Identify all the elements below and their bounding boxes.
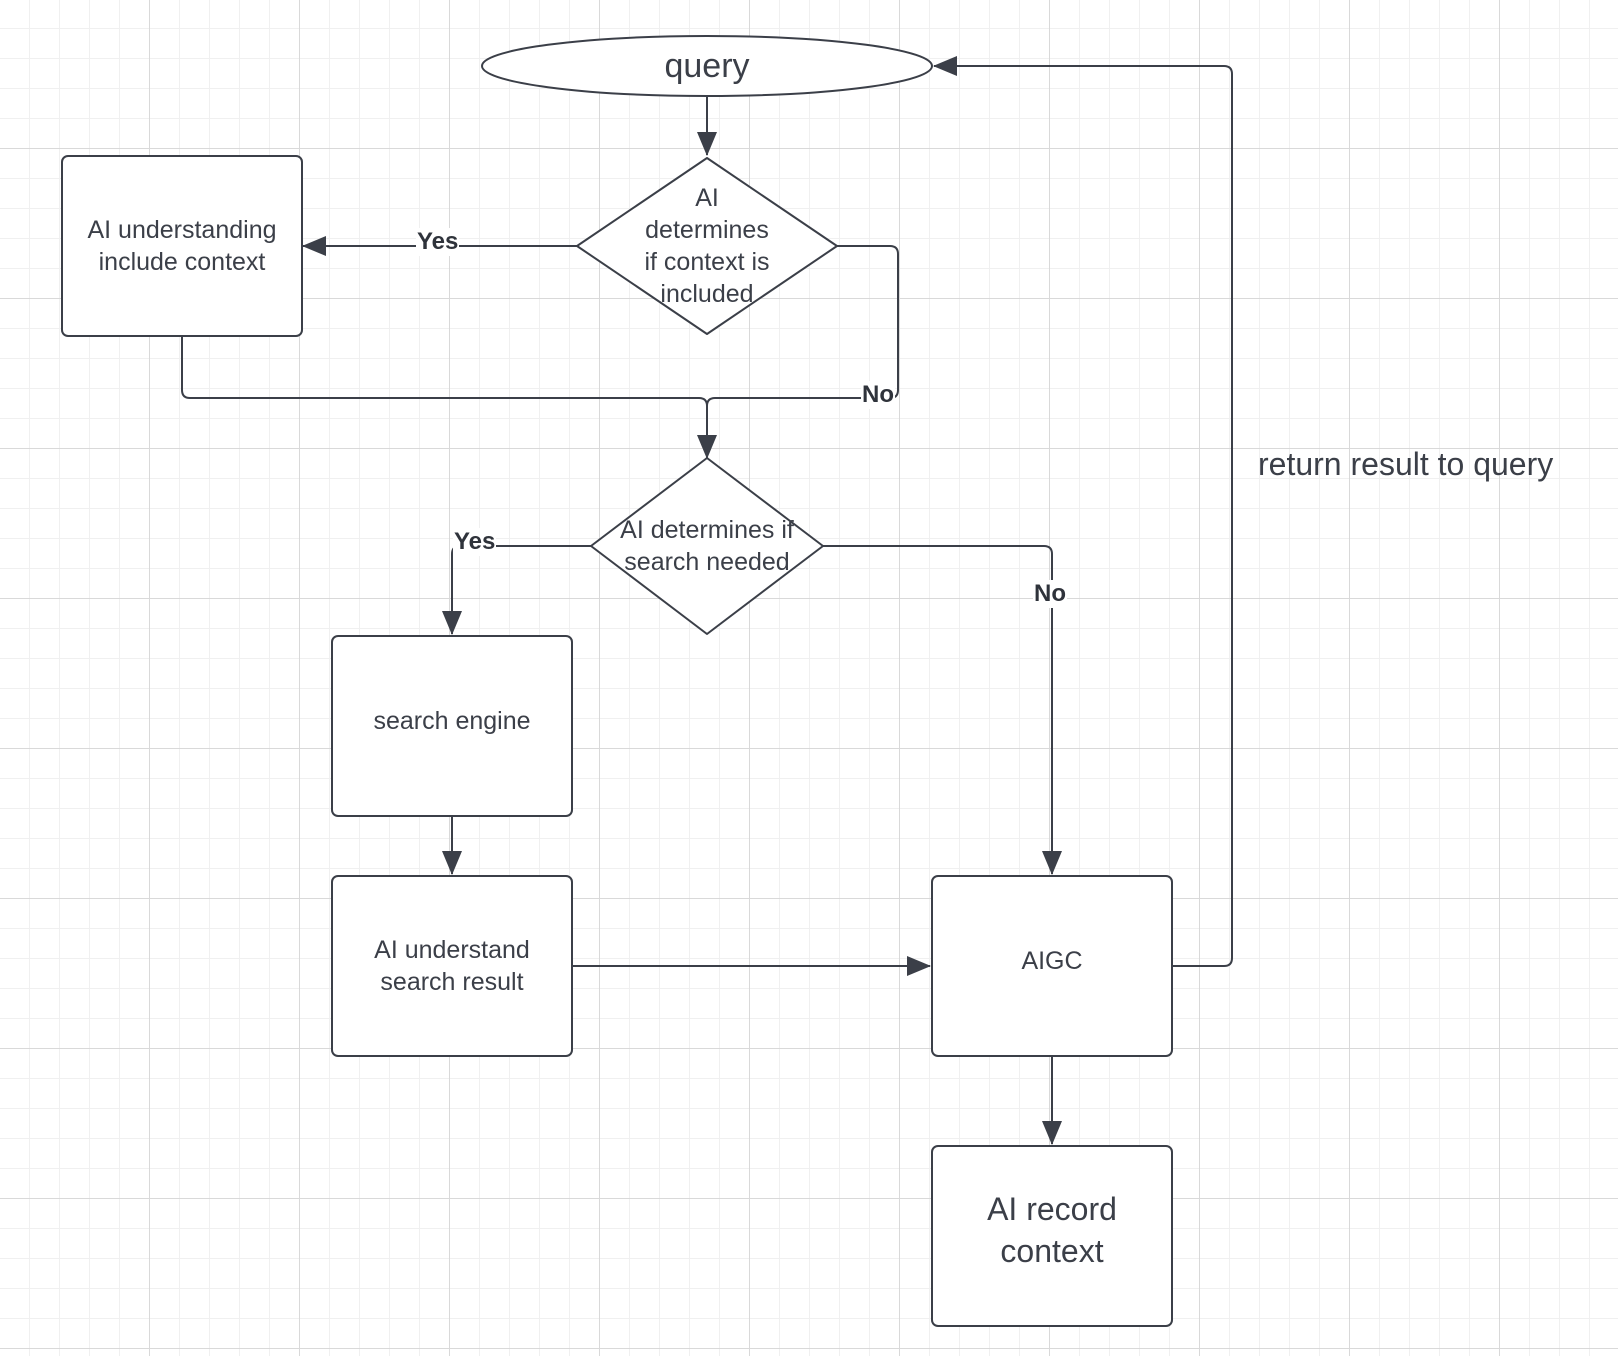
search-decision-diamond[interactable] (590, 457, 824, 635)
search-engine-label: search engine (373, 706, 531, 735)
understand-context-box[interactable] (61, 155, 303, 337)
context-decision-label: AI determines if context is included (644, 184, 770, 308)
edge-label-context-no: No (861, 381, 895, 409)
return-result-note: return result to query (1258, 446, 1554, 482)
understand-context-label: AI understanding include context (87, 215, 277, 277)
edge-search-decision-yes (442, 545, 591, 635)
search-decision-label: AI determines if search needed (620, 516, 794, 576)
aigc-box[interactable] (931, 875, 1173, 1057)
edge-search-decision-no (823, 545, 1062, 875)
context-decision-diamond[interactable] (576, 157, 838, 335)
edge-context-decision-no (697, 245, 899, 459)
record-context-label: AI record context (987, 1191, 1117, 1269)
edge-label-search-no: No (1033, 580, 1067, 608)
aigc-label: AIGC (1021, 946, 1083, 975)
query-terminator[interactable] (481, 35, 933, 97)
edge-label-search-yes: Yes (453, 528, 497, 556)
understand-result-box[interactable] (331, 875, 573, 1057)
understand-result-label: AI understand search result (374, 935, 530, 997)
search-engine-box[interactable] (331, 635, 573, 817)
edge-label-context-yes: Yes (416, 228, 460, 256)
edge-understand-context-to-search-decision (181, 335, 708, 407)
query-label: query (664, 46, 750, 85)
record-context-box[interactable] (931, 1145, 1173, 1327)
edge-aigc-return-to-query (933, 56, 1233, 967)
